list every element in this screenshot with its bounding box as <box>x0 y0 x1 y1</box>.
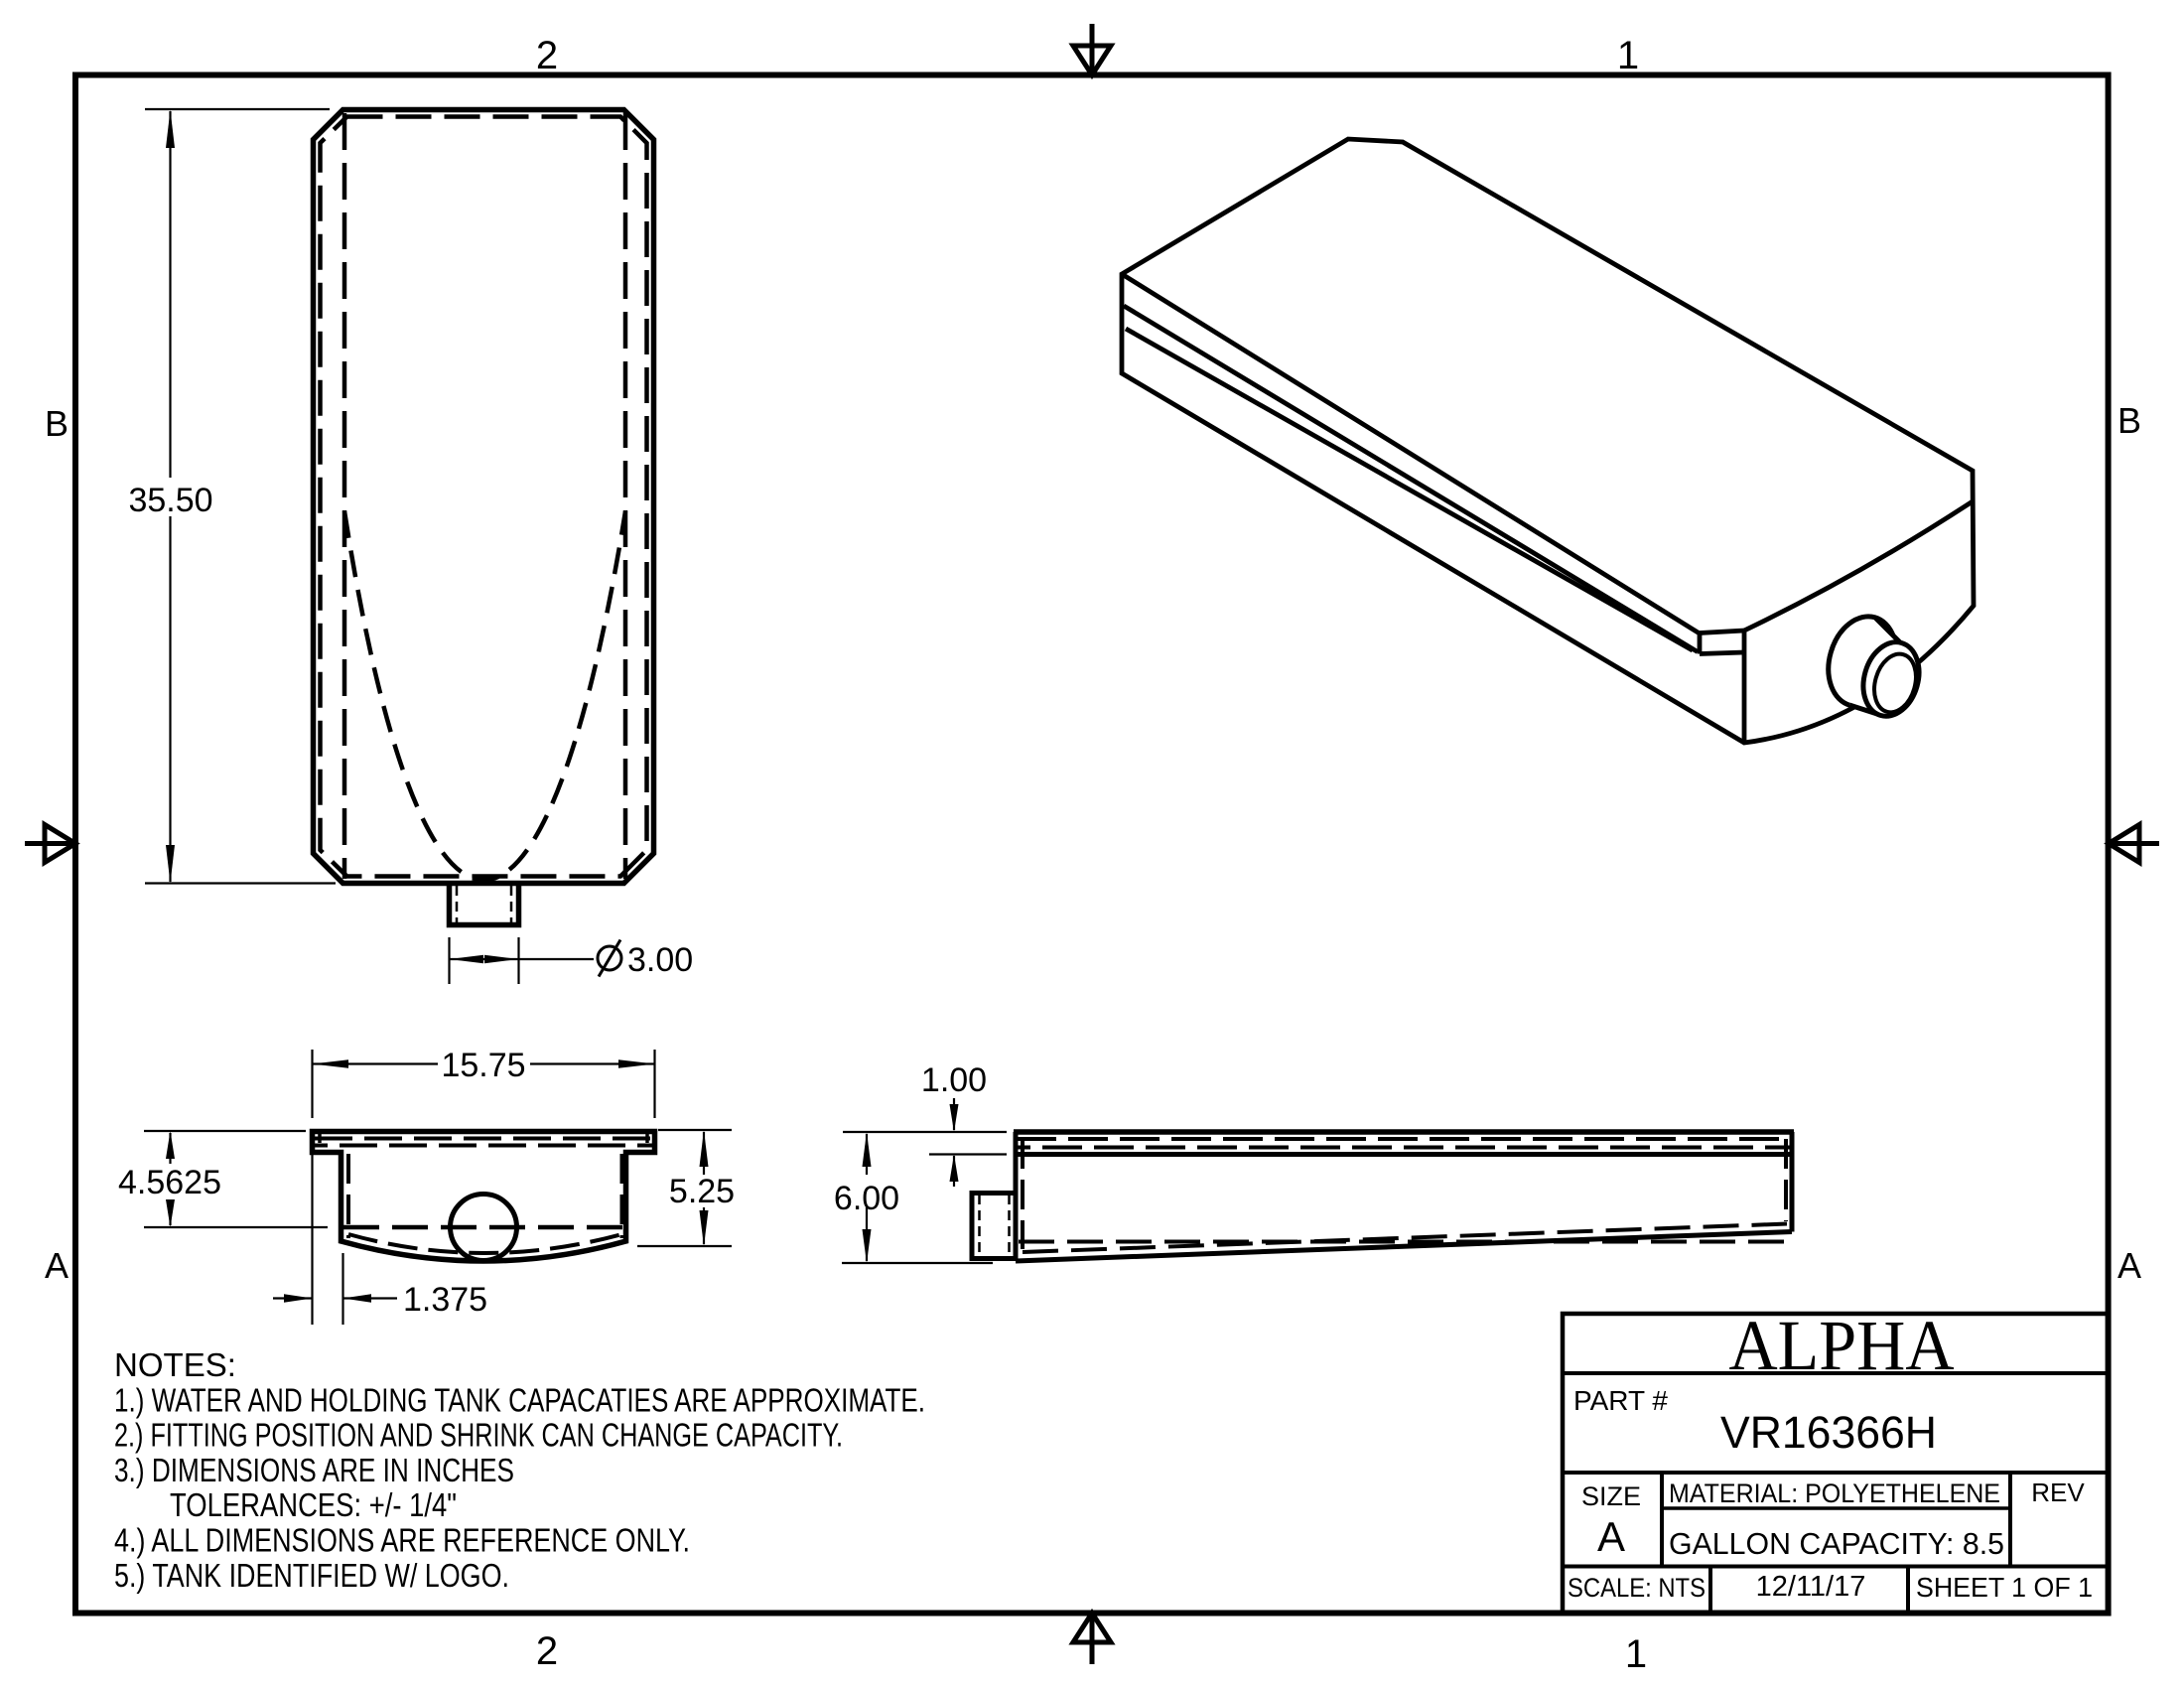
svg-text:4.5625: 4.5625 <box>118 1164 221 1201</box>
svg-text:1.) WATER AND HOLDING TANK CAP: 1.) WATER AND HOLDING TANK CAPACATIES AR… <box>114 1381 925 1418</box>
svg-text:3.) DIMENSIONS ARE IN INCHES: 3.) DIMENSIONS ARE IN INCHES <box>114 1452 514 1488</box>
svg-text:B: B <box>45 403 68 444</box>
svg-text:1.00: 1.00 <box>921 1061 987 1099</box>
svg-text:2: 2 <box>536 34 558 77</box>
svg-text:SHEET 1 OF 1: SHEET 1 OF 1 <box>1916 1572 2093 1603</box>
svg-text:2: 2 <box>536 1629 558 1673</box>
svg-text:6.00: 6.00 <box>834 1180 899 1217</box>
svg-text:SCALE: NTS: SCALE: NTS <box>1568 1573 1706 1603</box>
svg-text:5.25: 5.25 <box>669 1173 735 1210</box>
svg-text:1: 1 <box>1625 1632 1647 1676</box>
svg-text:A: A <box>1597 1513 1625 1560</box>
svg-text:1.375: 1.375 <box>403 1281 487 1319</box>
svg-text:TOLERANCES: +/- 1/4": TOLERANCES: +/- 1/4" <box>170 1486 457 1523</box>
svg-text:A: A <box>45 1245 68 1286</box>
svg-text:15.75: 15.75 <box>441 1047 525 1084</box>
svg-text:ALPHA: ALPHA <box>1729 1306 1955 1385</box>
svg-text:GALLON CAPACITY: 8.5: GALLON CAPACITY: 8.5 <box>1669 1526 2004 1561</box>
svg-text:4.) ALL DIMENSIONS ARE REFEREN: 4.) ALL DIMENSIONS ARE REFERENCE ONLY. <box>114 1522 690 1559</box>
svg-text:MATERIAL: POLYETHELENE: MATERIAL: POLYETHELENE <box>1669 1478 2000 1508</box>
svg-text:B: B <box>2117 400 2141 441</box>
svg-text:5.) TANK IDENTIFIED W/ LOGO.: 5.) TANK IDENTIFIED W/ LOGO. <box>114 1557 509 1594</box>
svg-text:12/11/17: 12/11/17 <box>1756 1571 1866 1603</box>
svg-text:35.50: 35.50 <box>128 482 212 519</box>
svg-text:1: 1 <box>1617 34 1639 77</box>
svg-text:A: A <box>2117 1245 2141 1286</box>
svg-text:SIZE: SIZE <box>1581 1481 1641 1511</box>
svg-text:REV: REV <box>2031 1477 2085 1507</box>
svg-text:2.) FITTING POSITION AND SHRIN: 2.) FITTING POSITION AND SHRINK CAN CHAN… <box>114 1417 843 1454</box>
svg-text:NOTES:: NOTES: <box>114 1346 236 1383</box>
svg-text:3.00: 3.00 <box>627 941 693 979</box>
svg-text:VR16366H: VR16366H <box>1720 1407 1937 1458</box>
svg-text:PART #: PART # <box>1573 1385 1668 1416</box>
